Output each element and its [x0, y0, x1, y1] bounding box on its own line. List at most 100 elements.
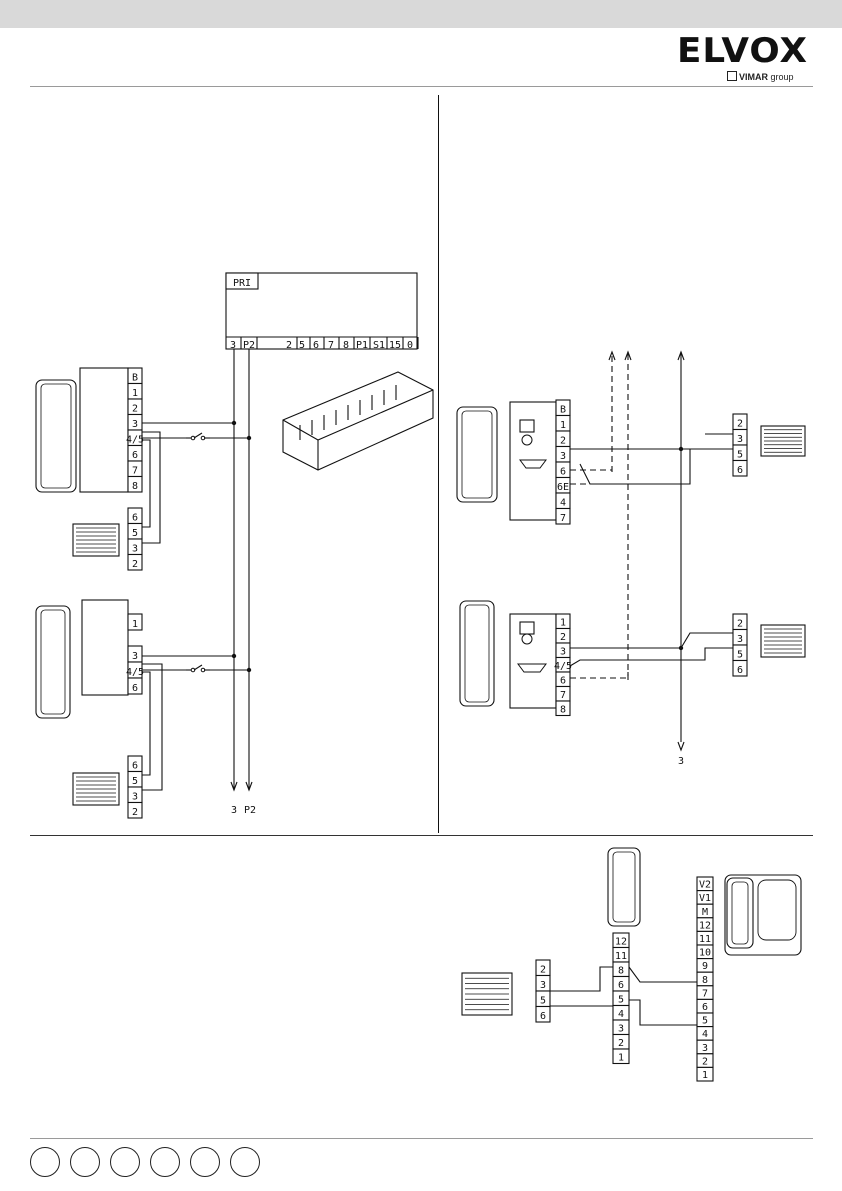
terminal-label: 4/5: [554, 661, 572, 672]
ps-terminal-label: 7: [328, 340, 334, 351]
button-icon: [520, 622, 534, 634]
ps-terminal-label: 3: [230, 340, 236, 351]
ps-terminal-label: 6: [313, 340, 319, 351]
wire: [681, 633, 733, 648]
wire: [629, 967, 697, 982]
terminal-label: 3: [132, 651, 138, 662]
language-circle[interactable]: [110, 1147, 140, 1177]
terminal-label: 3: [560, 451, 566, 462]
bus-label-p2: P2: [244, 805, 256, 816]
terminal-label: 7: [560, 690, 566, 701]
terminal-label: 5: [737, 650, 743, 661]
terminal-label: 4: [618, 1009, 624, 1020]
ps-terminal-label: 0: [407, 340, 413, 351]
language-circle[interactable]: [70, 1147, 100, 1177]
terminal-label: 1: [560, 618, 566, 629]
terminal-label: 6: [702, 1002, 708, 1013]
terminal-label: 3: [737, 434, 743, 445]
terminal-label: 1: [560, 420, 566, 431]
terminal-label: 6: [560, 467, 566, 478]
ps-terminal-label: P1: [356, 340, 368, 351]
terminal-label: 11: [615, 951, 627, 962]
terminal-label: 6: [132, 513, 138, 524]
ps-terminal-label: 5: [299, 340, 305, 351]
language-circle[interactable]: [30, 1147, 60, 1177]
terminal-label: 8: [560, 705, 566, 716]
terminal-label: 8: [618, 966, 624, 977]
buzzer-icon: [522, 435, 532, 445]
terminal-label: 9: [702, 961, 708, 972]
terminal-label: 6: [737, 465, 743, 476]
power-supply-label: PRI: [233, 278, 251, 289]
terminal-label: 4/5: [126, 435, 144, 446]
junction-dot: [232, 654, 236, 658]
language-circle[interactable]: [190, 1147, 220, 1177]
power-supply-module-icon: [283, 372, 433, 470]
terminal-label: 2: [132, 807, 138, 818]
terminal-label: 3: [132, 544, 138, 555]
terminal-label: 7: [702, 988, 708, 999]
terminal-label: V2: [699, 880, 711, 891]
bus-label-right: 3: [678, 756, 684, 767]
terminal-label: 5: [737, 450, 743, 461]
wire: [142, 432, 160, 543]
terminal-label: 3: [560, 647, 566, 658]
terminal-label: 2: [132, 404, 138, 415]
terminal-label: M: [702, 907, 708, 918]
wire: [142, 664, 162, 790]
wire: [570, 648, 733, 666]
junction-dot: [232, 421, 236, 425]
ps-terminal-label: 15: [389, 340, 401, 351]
handset-icon: [727, 878, 753, 948]
terminal-label: B: [132, 373, 138, 384]
terminal-label: 10: [699, 948, 711, 959]
terminal-label: 3: [702, 1043, 708, 1054]
terminal-label: 3: [132, 792, 138, 803]
terminal-label: 4: [702, 1029, 708, 1040]
arrow-down-icon: [678, 742, 684, 750]
terminal-label: 12: [699, 920, 711, 931]
wire: [142, 672, 150, 775]
terminal-label: 4/5: [126, 667, 144, 678]
button-icon: [520, 420, 534, 432]
terminal-label: 2: [702, 1056, 708, 1067]
terminal-label: 3: [132, 419, 138, 430]
terminal-label: 6: [132, 761, 138, 772]
terminal-label: 11: [699, 934, 711, 945]
terminal-label: 6: [132, 450, 138, 461]
wire: [142, 440, 150, 527]
language-circle[interactable]: [230, 1147, 260, 1177]
terminal-label: 2: [560, 632, 566, 643]
terminal-label: 6: [132, 683, 138, 694]
terminal-label: 6: [560, 676, 566, 687]
terminal-label: 6: [540, 1011, 546, 1022]
terminal-label: 8: [702, 975, 708, 986]
switch-blade: [194, 665, 202, 670]
terminal-label: 5: [618, 995, 624, 1006]
terminal-label: 2: [540, 965, 546, 976]
buzzer-icon: [522, 634, 532, 644]
terminal-label: 2: [737, 619, 743, 630]
terminal-label: 6: [618, 980, 624, 991]
language-circle[interactable]: [150, 1147, 180, 1177]
terminal-label: 6E: [557, 482, 569, 493]
terminal-label: 2: [560, 436, 566, 447]
terminal-label: 1: [132, 619, 138, 630]
terminal-label: 5: [702, 1016, 708, 1027]
terminal-label: 12: [615, 937, 627, 948]
terminal-label: 4: [560, 498, 566, 509]
terminal-label: 6: [737, 665, 743, 676]
interphone-b-body: [82, 600, 128, 695]
handset-icon: [36, 380, 76, 492]
handset-icon: [457, 407, 497, 502]
terminal-label: 3: [540, 980, 546, 991]
wire: [550, 967, 613, 991]
ps-terminal-label: 8: [343, 340, 349, 351]
terminal-label: 2: [737, 419, 743, 430]
terminal-label: 5: [132, 528, 138, 539]
terminal-label: 1: [132, 388, 138, 399]
terminal-label: 7: [560, 513, 566, 524]
wire: [580, 449, 705, 484]
terminal-label: 1: [618, 1053, 624, 1064]
